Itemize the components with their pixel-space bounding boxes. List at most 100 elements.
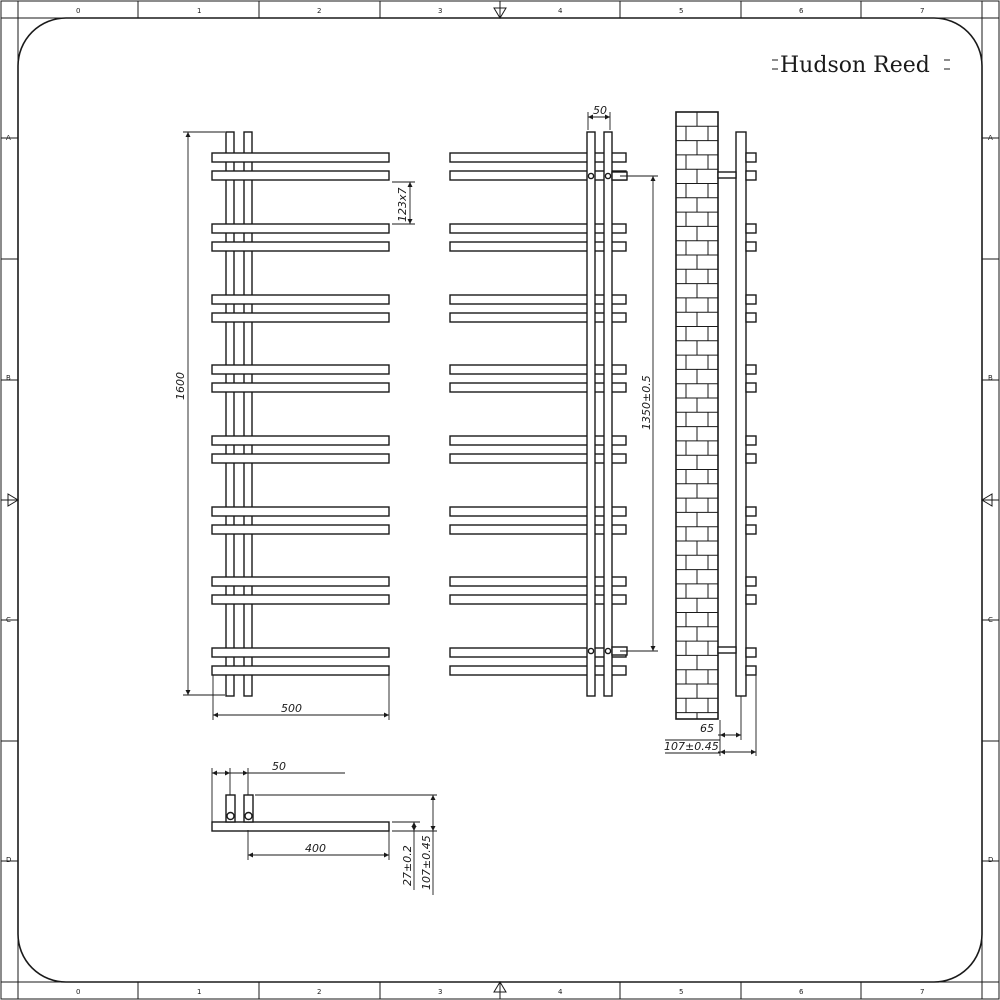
dimension-arrowhead [736, 732, 741, 738]
frame-column-label: 6 [799, 7, 804, 15]
dim-width-total: 500 [281, 702, 302, 715]
front-bar [211, 294, 390, 305]
side-bracket [717, 171, 737, 179]
rear-bar [449, 382, 627, 393]
rear-bar [449, 594, 627, 605]
dim-bar-group-height: 123x7 [396, 187, 409, 222]
side-bar-end [745, 453, 757, 464]
dim-height-total: 1600 [174, 372, 187, 400]
rear-bar [449, 364, 627, 375]
top-bar [211, 821, 390, 832]
side-bar-end [745, 170, 757, 181]
side-bar-end [745, 223, 757, 234]
dim-top-spacing: 50 [272, 760, 286, 773]
frame-column-label: 0 [76, 988, 80, 996]
dim-projection-side: 107±0.45 [664, 740, 719, 753]
front-bar [211, 594, 390, 605]
front-pipe [225, 131, 235, 697]
rear-bar [449, 524, 627, 535]
side-bar-end [745, 524, 757, 535]
rear-bar [449, 152, 627, 163]
front-view [211, 131, 390, 697]
rear-pipe [586, 131, 596, 697]
dim-pipe-spacing: 50 [593, 104, 607, 117]
dimension-arrowhead [185, 132, 191, 137]
side-bar-end [745, 506, 757, 517]
rear-bar [449, 647, 627, 658]
rear-bar [449, 576, 627, 587]
dim-projection-top: 107±0.45 [420, 835, 433, 890]
side-bar-end [745, 312, 757, 323]
dimension-arrowhead [212, 770, 217, 776]
frame-row-label: A [6, 134, 11, 142]
dimension-arrowhead [411, 822, 417, 827]
frame-column-label: 3 [438, 988, 442, 996]
top-pipe [225, 794, 236, 823]
top-view [211, 794, 390, 832]
dimension-labels: 1600 500 123x7 50 1350±0.5 65 107±0.45 5… [174, 104, 719, 890]
dimension-arrowhead [751, 749, 756, 755]
frame-column-label: 4 [558, 7, 563, 15]
frame-column-label: 0 [76, 7, 80, 15]
dimension-arrowhead [185, 690, 191, 695]
brand-name: Hudson Reed [780, 53, 930, 78]
frame-column-label: 5 [679, 7, 683, 15]
side-bar-end [745, 594, 757, 605]
front-bar [211, 312, 390, 323]
top-valve [244, 811, 253, 821]
dimension-arrowhead [411, 826, 417, 831]
brand-logo: Hudson Reed [772, 52, 950, 78]
dimension-arrowhead [384, 712, 389, 718]
dimension-arrowhead [430, 795, 436, 800]
dim-pipe-centres: 1350±0.5 [640, 375, 653, 430]
side-view [675, 111, 757, 720]
dimension-arrowhead [243, 770, 248, 776]
frame-column-label: 7 [920, 988, 924, 996]
front-bar [211, 223, 390, 234]
frame-column-label: 1 [197, 988, 201, 996]
dimension-arrowhead [384, 852, 389, 858]
frame-row-label: C [6, 616, 11, 624]
top-pipe [243, 794, 254, 823]
dimension-arrowhead [225, 770, 230, 776]
mounting-bracket [587, 647, 595, 655]
frame-row-label: D [6, 856, 11, 864]
rear-bar [449, 170, 627, 181]
front-bar [211, 170, 390, 181]
frame-column-label: 7 [920, 7, 924, 15]
rear-pipe [603, 131, 613, 697]
frame-row-label: B [6, 374, 11, 382]
side-bar-end [745, 294, 757, 305]
rear-bar [449, 241, 627, 252]
frame-column-label: 2 [317, 7, 321, 15]
frame-column-label: 6 [799, 988, 804, 996]
side-bar-end [745, 576, 757, 587]
side-bar-end [745, 382, 757, 393]
frame-column-label: 3 [438, 7, 442, 15]
dim-bar-length-top: 400 [305, 842, 326, 855]
dimension-arrowhead [248, 852, 253, 858]
side-bar-end [745, 152, 757, 163]
dim-wall-gap: 65 [700, 722, 714, 735]
dimension-arrowhead [720, 732, 725, 738]
side-bar-end [745, 647, 757, 658]
dimension-arrowhead [588, 114, 593, 120]
rear-bar [449, 506, 627, 517]
mounting-bracket [604, 172, 612, 180]
front-bar [211, 152, 390, 163]
front-bar [211, 241, 390, 252]
front-bar [211, 524, 390, 535]
frame-row-label: D [988, 856, 993, 864]
dim-valve-offset: 27±0.2 [401, 845, 414, 886]
mounting-bracket [604, 647, 612, 655]
dimension-arrowhead [407, 182, 413, 187]
frame-row-label: B [988, 374, 993, 382]
frame-column-label: 5 [679, 988, 683, 996]
side-bar-end [745, 665, 757, 676]
rear-bar [449, 223, 627, 234]
rear-bar [449, 453, 627, 464]
front-bar [211, 435, 390, 446]
dimension-arrows [185, 114, 756, 858]
